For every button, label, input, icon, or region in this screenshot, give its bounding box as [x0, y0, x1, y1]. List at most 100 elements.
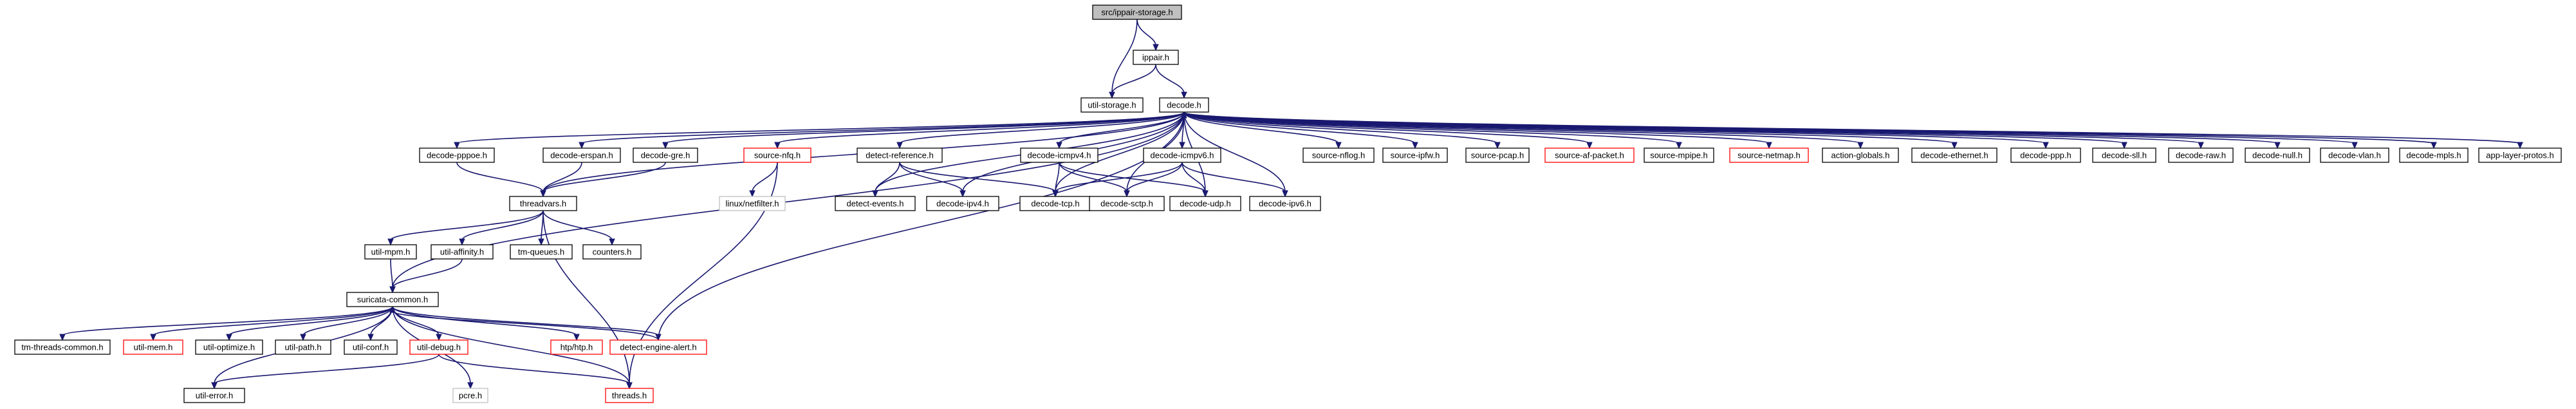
edge-ippair-to-decode [1155, 64, 1187, 99]
node-optimize[interactable]: util-optimize.h [195, 339, 263, 355]
node-mpls[interactable]: decode-mpls.h [2399, 147, 2469, 163]
edge-decode-to-applayer [1183, 111, 2523, 149]
node-label: decode-tcp.h [1031, 199, 1079, 209]
node-label: pcre.h [459, 391, 482, 401]
edge-decode-to-pcap [1183, 111, 1501, 149]
node-box [346, 292, 439, 307]
node-applayer[interactable]: app-layer-protos.h [2478, 147, 2562, 163]
node-detectref[interactable]: detect-reference.h [857, 147, 943, 163]
node-common[interactable]: suricata-common.h [346, 292, 439, 307]
node-label: source-ipfw.h [1391, 151, 1440, 160]
edge-line [899, 162, 963, 193]
node-detectevents[interactable]: detect-events.h [835, 196, 916, 211]
node-label: tm-threads-common.h [21, 343, 103, 352]
node-box [195, 339, 263, 355]
node-tmqueues[interactable]: tm-queues.h [510, 244, 573, 260]
node-box [1169, 196, 1241, 211]
edge-icmpv4-to-sctp [1059, 162, 1130, 198]
node-tmthreads[interactable]: tm-threads-common.h [14, 339, 111, 355]
node-icmpv6[interactable]: decode-icmpv6.h [1143, 147, 1221, 163]
node-sll[interactable]: decode-sll.h [2092, 147, 2156, 163]
node-threadvars[interactable]: threadvars.h [509, 196, 577, 211]
edge-arrowhead [467, 382, 474, 390]
edge-line [390, 258, 393, 289]
node-path[interactable]: util-path.h [275, 339, 331, 355]
node-vlan[interactable]: decode-vlan.h [2320, 147, 2389, 163]
edge-line [1183, 111, 1498, 144]
node-gre[interactable]: decode-gre.h [633, 147, 698, 163]
edge-decode-to-nflog [1183, 111, 1342, 149]
edge-common-to-path [300, 306, 393, 341]
edge-line [302, 306, 393, 336]
edge-arrowhead [226, 334, 232, 341]
node-pcap[interactable]: source-pcap.h [1465, 147, 1530, 163]
edge-arrowhead [367, 334, 374, 341]
node-label: threadvars.h [520, 199, 566, 209]
node-box [1302, 147, 1375, 163]
node-label: util-mpm.h [371, 247, 411, 257]
node-ipfw[interactable]: source-ipfw.h [1382, 147, 1448, 163]
node-box [835, 196, 916, 211]
edge-line [438, 354, 630, 385]
node-afpacket[interactable]: source-af-packet.h [1544, 147, 1635, 163]
node-tcp[interactable]: decode-tcp.h [1019, 196, 1091, 211]
node-ppp[interactable]: decode-ppp.h [2010, 147, 2081, 163]
node-conf[interactable]: util-conf.h [344, 339, 398, 355]
node-pcre[interactable]: pcre.h [452, 388, 488, 403]
node-alert[interactable]: detect-engine-alert.h [609, 339, 707, 355]
edge-common-to-alert [392, 306, 662, 341]
node-mpm[interactable]: util-mpm.h [364, 244, 417, 260]
node-ethernet[interactable]: decode-ethernet.h [1911, 147, 1997, 163]
node-erspan[interactable]: decode-erspan.h [542, 147, 621, 163]
node-box [926, 196, 999, 211]
edge-line [542, 210, 630, 385]
edge-arrowhead [59, 334, 66, 341]
node-pppoe[interactable]: decode-pppoe.h [419, 147, 495, 163]
node-icmpv4[interactable]: decode-icmpv4.h [1020, 147, 1098, 163]
edge-arrowhead [389, 305, 396, 313]
node-nfq[interactable]: source-nfq.h [743, 147, 811, 163]
edge-line [899, 111, 1185, 144]
node-netmap[interactable]: source-netmap.h [1729, 147, 1809, 163]
node-label: decode-sctp.h [1100, 199, 1153, 209]
edge-arrowhead [300, 334, 306, 341]
node-error[interactable]: util-error.h [183, 388, 245, 403]
edge-line [665, 111, 1185, 144]
edge-arrowhead [1494, 142, 1501, 149]
node-nflog[interactable]: source-nflog.h [1302, 147, 1375, 163]
node-box [1822, 147, 1899, 163]
node-mem[interactable]: util-mem.h [123, 339, 183, 355]
node-actglobals[interactable]: action-globals.h [1822, 147, 1899, 163]
node-utilstorage[interactable]: util-storage.h [1080, 97, 1144, 113]
node-label: threads.h [612, 391, 647, 401]
node-netfilter[interactable]: linux/netfilter.h [719, 196, 786, 211]
node-null[interactable]: decode-null.h [2245, 147, 2310, 163]
node-sctp[interactable]: decode-sctp.h [1089, 196, 1165, 211]
node-decode[interactable]: decode.h [1159, 97, 1209, 113]
edge-line [461, 210, 544, 241]
node-raw[interactable]: decode-raw.h [2168, 147, 2234, 163]
node-mpipe[interactable]: source-mpipe.h [1644, 147, 1714, 163]
edge-line [1111, 19, 1138, 94]
node-ipv4[interactable]: decode-ipv4.h [926, 196, 999, 211]
edge-line [62, 306, 393, 336]
node-htp[interactable]: htp/htp.h [550, 339, 603, 355]
edge-common-to-tmthreads [59, 306, 393, 341]
node-ipv6[interactable]: decode-ipv6.h [1249, 196, 1321, 211]
edge-line [777, 111, 1185, 144]
edge-line [1183, 111, 1590, 144]
edge-line [392, 306, 659, 336]
node-udp[interactable]: decode-udp.h [1169, 196, 1241, 211]
node-affinity[interactable]: util-affinity.h [431, 244, 494, 260]
edge-line [1183, 111, 1286, 193]
node-debug[interactable]: util-debug.h [409, 339, 468, 355]
node-counters[interactable]: counters.h [582, 244, 642, 260]
node-label: util-debug.h [417, 343, 461, 352]
node-ippair[interactable]: ippair.h [1133, 50, 1179, 65]
edge-nfq-to-netfilter [749, 162, 778, 198]
edge-arrowhead [459, 238, 465, 246]
edge-arrowhead [2517, 142, 2523, 149]
edge-line [1136, 19, 1156, 46]
edge-arrowhead [872, 190, 878, 198]
node-threads[interactable]: threads.h [605, 388, 654, 403]
